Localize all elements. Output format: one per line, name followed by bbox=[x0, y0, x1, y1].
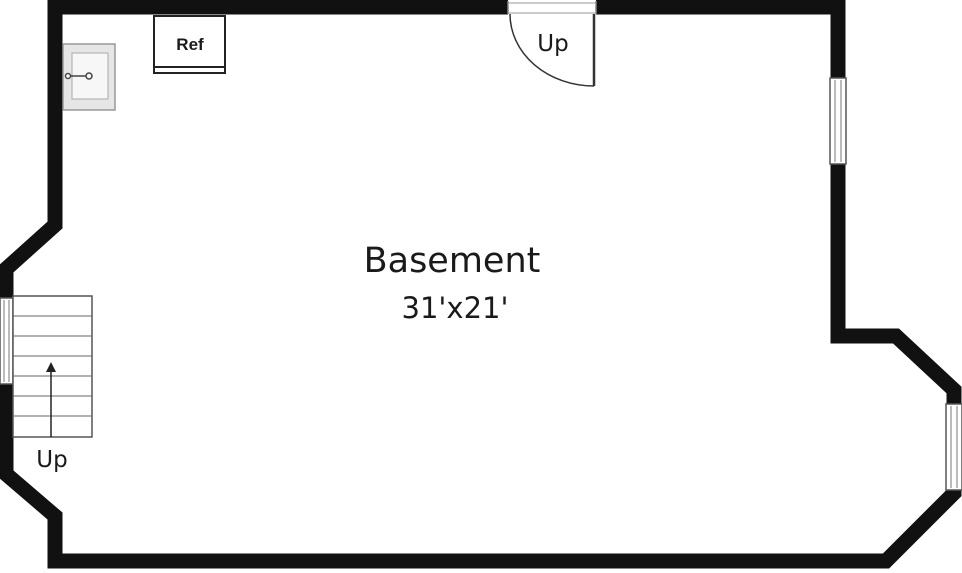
arrow-up-icon bbox=[46, 362, 56, 372]
window-right-lower bbox=[945, 403, 962, 491]
door-swing-arc bbox=[509, 13, 595, 87]
room-name: Basement bbox=[364, 241, 541, 281]
staircase-left bbox=[12, 295, 93, 438]
door-stair-label: Up bbox=[537, 31, 568, 57]
window-left bbox=[0, 297, 14, 385]
sink-icon bbox=[62, 43, 116, 111]
refrigerator: Ref bbox=[153, 15, 226, 74]
door bbox=[507, 0, 597, 87]
window-right-upper bbox=[829, 77, 847, 165]
left-stair-label: Up bbox=[36, 447, 67, 473]
refrigerator-label: Ref bbox=[176, 35, 204, 54]
room-dimensions: 31'x21' bbox=[402, 291, 509, 325]
